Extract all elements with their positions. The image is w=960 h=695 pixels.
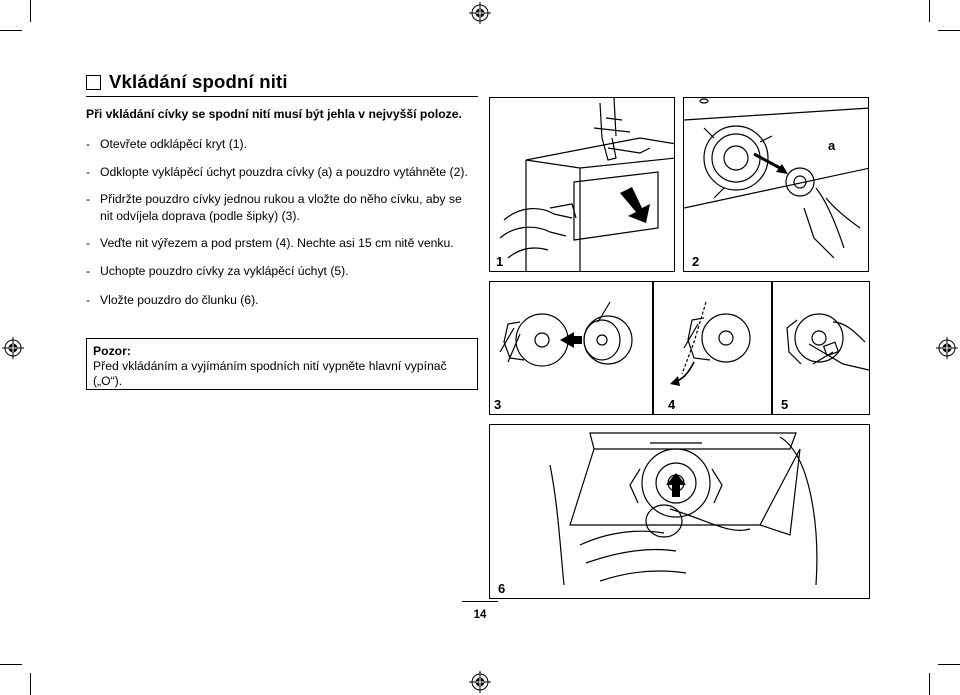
step-4: - Veďte nit výřezem a pod prstem (4). Ne… xyxy=(86,235,478,252)
hold-latch-illustration: 5 xyxy=(781,313,869,412)
insert-bobbin-illustration: 3 xyxy=(494,301,633,412)
crop-mark-bottom-left xyxy=(0,664,22,665)
warning-note: Pozor: Před vkládáním a vyjímáním spodní… xyxy=(86,338,478,390)
insert-into-shuttle-illustration: 6 xyxy=(498,432,818,596)
step-dash: - xyxy=(86,192,91,206)
crop-mark-bottom-right xyxy=(938,664,960,665)
heading-rule xyxy=(86,96,478,97)
figure-2: a 2 xyxy=(683,97,869,272)
step-dash: - xyxy=(86,137,91,151)
step-text: Přidržte pouzdro cívky jednou rukou a vl… xyxy=(100,192,462,223)
registration-mark-right xyxy=(936,337,958,359)
note-title: Pozor: xyxy=(93,344,131,358)
crop-mark-top-left xyxy=(0,30,22,31)
figure-number: 2 xyxy=(692,254,699,269)
section-title: Vkládání spodní niti xyxy=(109,71,288,92)
registration-mark-bottom xyxy=(469,671,491,693)
step-dash: - xyxy=(86,293,91,307)
note-text: Před vkládáním a vyjímáním spodních nití… xyxy=(93,359,447,388)
figure-3: 3 xyxy=(489,281,653,415)
step-text: Odklopte vyklápěcí úchyt pouzdra cívky (… xyxy=(100,165,468,179)
figure-number: 5 xyxy=(781,397,788,412)
figure-6: 6 xyxy=(489,424,870,599)
registration-mark-left xyxy=(2,337,24,359)
step-dash: - xyxy=(86,165,91,179)
crop-mark-top-right-v xyxy=(929,0,930,22)
crop-mark-top-right xyxy=(938,30,960,31)
step-2: - Odklopte vyklápěcí úchyt pouzdra cívky… xyxy=(86,164,478,181)
step-dash: - xyxy=(86,264,91,278)
figure-4: 4 xyxy=(653,281,772,415)
crop-mark-bottom-left-v xyxy=(30,673,31,695)
registration-mark-top xyxy=(469,2,491,24)
crop-mark-top-left-v xyxy=(30,0,31,22)
page-number-rule xyxy=(462,601,498,602)
figure-number: 4 xyxy=(668,397,676,412)
step-text: Uchopte pouzdro cívky za vyklápěcí úchyt… xyxy=(100,264,349,278)
section-heading: Vkládání spodní niti xyxy=(86,71,288,93)
step-5: - Uchopte pouzdro cívky za vyklápěcí úch… xyxy=(86,263,478,280)
figure-number: 3 xyxy=(494,397,501,412)
step-6: - Vložte pouzdro do člunku (6). xyxy=(86,292,478,309)
page-number: 14 xyxy=(473,609,487,621)
arrow-icon xyxy=(753,152,781,170)
step-1: - Otevřete odklápěcí kryt (1). xyxy=(86,136,478,153)
step-3: - Přidržte pouzdro cívky jednou rukou a … xyxy=(86,191,478,225)
step-text: Veďte nit výřezem a pod prstem (4). Nech… xyxy=(100,236,454,250)
down-arrow-icon xyxy=(620,187,650,223)
intro-text: Při vkládání cívky se spodní nití musí b… xyxy=(86,107,462,121)
checkbox-square-icon xyxy=(86,74,101,90)
figure-number: 6 xyxy=(498,581,505,596)
figure-1: 1 xyxy=(489,97,675,272)
hook-label-a: a xyxy=(828,138,836,153)
figure-5: 5 xyxy=(772,281,870,415)
step-text: Vložte pouzdro do člunku (6). xyxy=(100,293,259,307)
step-dash: - xyxy=(86,236,91,250)
open-cover-illustration: 1 xyxy=(496,98,674,271)
step-text: Otevřete odklápěcí kryt (1). xyxy=(100,137,247,151)
left-arrow-icon xyxy=(560,332,582,348)
thread-slot-illustration: 4 xyxy=(668,301,751,412)
up-arrow-icon xyxy=(666,473,686,497)
figure-number: 1 xyxy=(496,254,503,269)
remove-bobbin-case-illustration: a 2 xyxy=(684,98,868,269)
crop-mark-bottom-right-v xyxy=(929,673,930,695)
